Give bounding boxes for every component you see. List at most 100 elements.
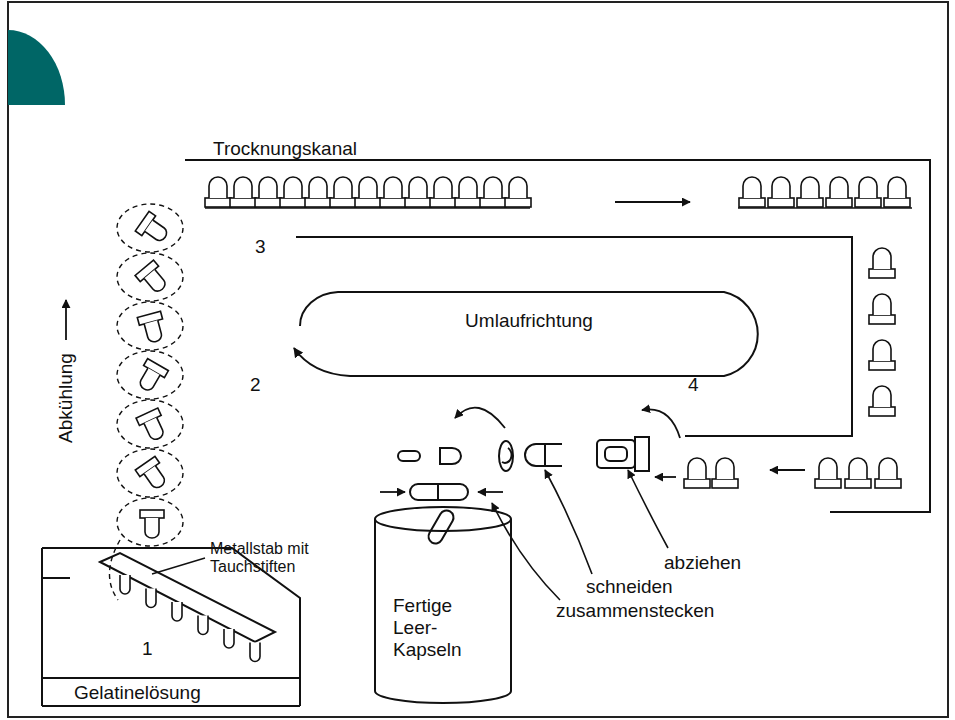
flow-arrow (455, 408, 505, 428)
node-outline (290, 290, 768, 378)
dipping-trough (42, 577, 70, 579)
capsule-on-pin (134, 177, 912, 538)
leader-arrow (628, 470, 668, 548)
capsule-on-pin (819, 458, 837, 479)
capsule-on-pin (145, 220, 169, 243)
dipping-pin (146, 589, 156, 608)
capsule-on-pin (380, 198, 406, 207)
capsule-on-pin (869, 361, 895, 370)
cooling-path (117, 449, 183, 497)
flow-arrow (65, 300, 67, 340)
capsule-on-pin (826, 198, 852, 207)
capsule-on-pin (284, 177, 302, 198)
capsule-on-pin (145, 518, 159, 538)
channel-wall (185, 160, 930, 512)
capsule-on-pin (309, 177, 327, 198)
dipping-pin (120, 575, 130, 594)
capsule-on-pin (684, 479, 710, 488)
capsule-on-pin (888, 177, 906, 198)
capsule-on-pin (144, 417, 165, 441)
capsule-on-pin (801, 177, 819, 198)
processing-station (410, 484, 468, 500)
capsule-on-pin (509, 177, 527, 198)
capsule-on-pin (355, 198, 381, 207)
capsule-on-pin (815, 479, 841, 488)
capsule-on-pin (330, 198, 356, 207)
processing-station (440, 448, 461, 464)
capsule-on-pin (849, 458, 867, 479)
capsule-on-pin (830, 177, 848, 198)
processing-station (499, 441, 513, 471)
dipping-pin (250, 643, 260, 662)
capsule-on-pin (136, 408, 170, 444)
capsule-on-pin (205, 198, 231, 207)
capsule-on-pin (209, 177, 227, 198)
corner-accent (8, 30, 65, 105)
processing-station (398, 437, 649, 546)
dipping-trough (42, 705, 300, 707)
capsule-on-pin (873, 386, 891, 407)
cooling-path (117, 302, 183, 350)
capsule-on-pin (334, 177, 352, 198)
capsule-on-pin (712, 479, 738, 488)
cooling-path (117, 351, 183, 399)
cooling-path (109, 540, 120, 600)
leader-arrow (545, 470, 592, 574)
capsule-on-pin (873, 340, 891, 361)
processing-station (502, 448, 512, 463)
capsule-on-pin (459, 177, 477, 198)
node-outline (375, 519, 511, 703)
capsule-on-pin (255, 198, 281, 207)
capsule-on-pin (743, 177, 761, 198)
dipping-pin (198, 616, 208, 635)
capsule-on-pin (739, 198, 765, 207)
callout-number: 1 (142, 638, 153, 660)
cooling-path (117, 400, 183, 448)
processing-station (437, 484, 439, 500)
capsule-on-pin (855, 198, 881, 207)
step-label: schneiden (586, 576, 673, 598)
capsule-on-pin (879, 458, 897, 479)
capsule-on-pin (135, 260, 171, 297)
capsule-on-pin (234, 177, 252, 198)
capsule-on-pin (138, 368, 160, 392)
capsule-on-pin (480, 198, 506, 207)
capsule-on-pin (134, 359, 169, 395)
callout-number: 3 (255, 236, 266, 258)
flow-arrow (770, 469, 805, 471)
flow-arrow (66, 202, 805, 492)
direction-loop: Umlaufrichtung (290, 290, 768, 378)
processing-station (398, 451, 420, 461)
node-outline (375, 507, 511, 531)
capsule-on-pin (869, 269, 895, 278)
capsule-on-pin (405, 198, 431, 207)
leader-arrow (492, 503, 560, 600)
processing-station (525, 444, 562, 466)
capsule-on-pin (430, 198, 456, 207)
capsule-on-pin (144, 320, 163, 343)
capsule-on-pin (140, 510, 164, 518)
capsule-on-pin (135, 211, 172, 247)
channel-wall (185, 160, 930, 512)
capsule-on-pin (688, 458, 706, 479)
capsule-on-pin (797, 198, 823, 207)
part-label: Metallstab mit Tauchstiften (210, 540, 330, 577)
flow-arrow (615, 201, 690, 203)
capsule-on-pin (875, 479, 901, 488)
capsule-on-pin (772, 177, 790, 198)
flow-arrow (655, 476, 676, 478)
capsule-on-pin (484, 177, 502, 198)
axis-note: Abkühlung (55, 353, 77, 443)
cooling-path (117, 204, 183, 252)
capsule-on-pin (135, 456, 171, 493)
callout-number: 2 (250, 374, 261, 396)
dipping-trough (41, 548, 43, 706)
capsule-on-pin (768, 198, 794, 207)
section-title: Trocknungskanal (213, 138, 357, 160)
capsule-on-pin (873, 294, 891, 315)
dipping-pin (224, 629, 234, 648)
flow-arrow (478, 491, 503, 493)
dipping-pin (172, 602, 182, 621)
capsule-on-pin (144, 466, 167, 490)
